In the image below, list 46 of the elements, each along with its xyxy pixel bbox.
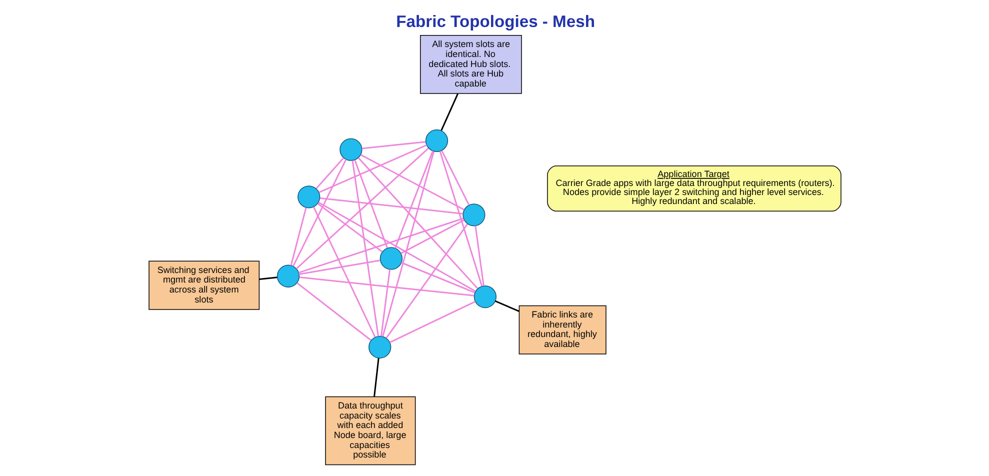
- connector: [440, 93, 458, 131]
- node-box: Fabric links are inherently redundant, highly available: [518, 305, 606, 354]
- connector: [351, 160, 378, 336]
- connector: [298, 218, 464, 274]
- connector: [292, 159, 346, 267]
- connector: [388, 300, 476, 344]
- connector: [440, 150, 470, 206]
- connector: [354, 160, 388, 248]
- connector: [316, 202, 382, 252]
- diagram-title: Fabric Topologies - Mesh: [396, 12, 594, 31]
- connector: [319, 197, 462, 214]
- node-circle: [339, 138, 362, 161]
- connector: [357, 157, 478, 290]
- connector: [296, 282, 371, 341]
- connector: [258, 276, 277, 280]
- node-circle: [473, 285, 496, 308]
- node-box: All system slots are identical. No dedicated Hub slots. All slots are Hub capable: [420, 35, 522, 94]
- node-box: Application Target Carrier Grade apps with large data throughput requirements (routers). Nodes provide simple layer 2 switching and higher level services. Highly redundant and scalable.: [546, 166, 841, 212]
- connector: [400, 219, 464, 254]
- connector: [373, 358, 379, 397]
- connector: [394, 150, 433, 248]
- connector: [380, 269, 390, 336]
- node-circle: [424, 129, 448, 152]
- connector: [361, 141, 426, 150]
- connector: [360, 154, 464, 210]
- node-circle: [368, 336, 391, 358]
- connector: [318, 202, 476, 292]
- node-circle: [297, 186, 320, 208]
- node-box: Data throughput capacity scales with each added Node board, large capacities possible: [324, 396, 416, 466]
- connector: [298, 260, 380, 275]
- node-circle: [462, 204, 485, 226]
- connector: [438, 150, 482, 286]
- connector: [385, 224, 468, 338]
- connector: [295, 148, 428, 270]
- connector: [494, 300, 519, 312]
- connector: [382, 151, 434, 337]
- node-box: Switching services and mgmt are distributed across all system slots: [148, 260, 260, 310]
- connector: [474, 226, 484, 286]
- connector: [315, 157, 344, 189]
- node-circle: [276, 264, 300, 288]
- connector: [318, 144, 427, 194]
- connector: [298, 276, 474, 296]
- connector: [400, 262, 475, 294]
- connector: [312, 206, 376, 338]
- connector: [290, 207, 306, 266]
- node-circle: [379, 247, 402, 270]
